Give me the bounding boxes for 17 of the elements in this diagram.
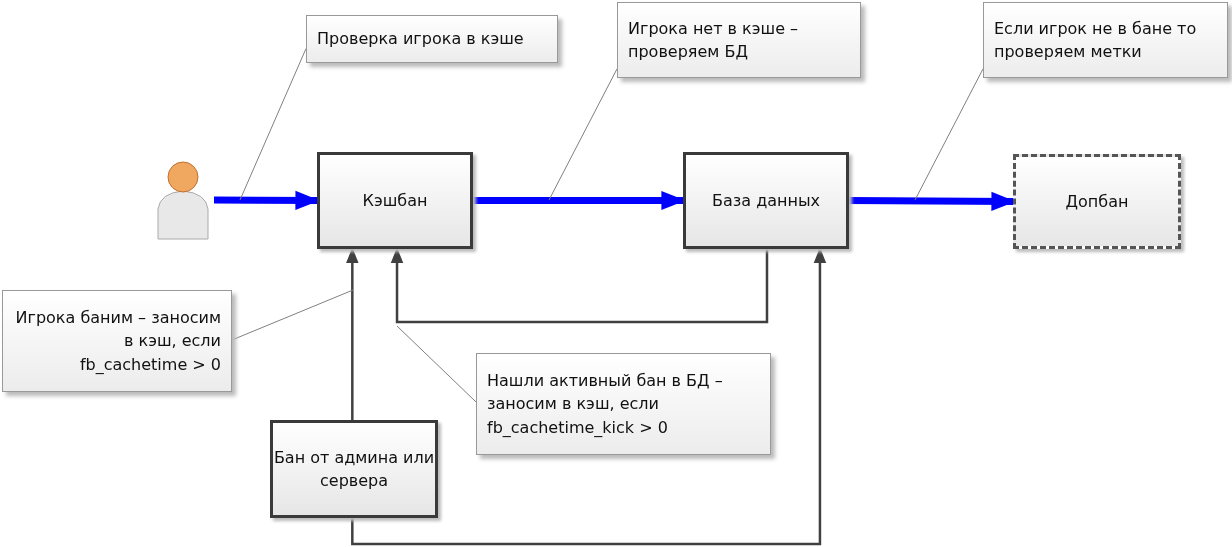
process-box: Допбан bbox=[1013, 154, 1181, 249]
leader-line bbox=[914, 68, 984, 201]
callout-box: Игрока нет в кэше – проверяем БД bbox=[617, 2, 861, 78]
arrow bbox=[390, 247, 769, 324]
process-box: Бан от админа или сервера bbox=[270, 420, 438, 518]
callout-box: Нашли активный бан в БД – заносим в кэш, если fb_cachetime_kick > 0 bbox=[476, 353, 771, 455]
callout-box: Проверка игрока в кэше bbox=[306, 15, 558, 63]
process-box: Кэшбан bbox=[317, 152, 473, 249]
process-box: База данных bbox=[683, 152, 849, 249]
callout-box: Если игрок не в бане то проверяем метки bbox=[983, 2, 1228, 78]
arrow bbox=[345, 247, 359, 420]
leader-line bbox=[396, 325, 477, 403]
leader-line bbox=[239, 48, 307, 201]
leader-line bbox=[548, 68, 618, 201]
arrow bbox=[351, 247, 827, 546]
callout-box: Игрока баним – заносим в кэш, если fb_cachetime > 0 bbox=[2, 290, 232, 392]
leader-line bbox=[231, 289, 354, 341]
